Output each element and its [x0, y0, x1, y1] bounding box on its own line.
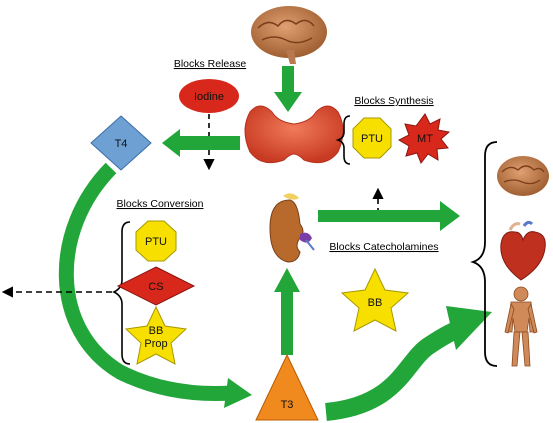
bb-catecholamines-label: BB: [368, 297, 383, 309]
arrow-t4-t3-curve: [58, 162, 233, 402]
arrow-t3-targets: [324, 319, 465, 421]
bb-prop-label-1: BB: [149, 325, 164, 337]
heart-icon: [500, 220, 546, 281]
t4-label: T4: [115, 138, 128, 150]
synthesis-brace: [335, 115, 351, 165]
ptu-conversion-node: PTU: [135, 220, 177, 262]
blocks-release-heading: Blocks Release: [174, 58, 247, 70]
arrow-adrenal-targets: [318, 201, 460, 231]
t3-node: T3: [255, 353, 319, 421]
arrow-t3-adrenal: [274, 268, 300, 355]
adrenal-kidney-icon: [269, 193, 315, 263]
arrow-brain-thyroid: [274, 66, 302, 112]
targets-brace: [470, 141, 498, 367]
t4-node: T4: [90, 115, 152, 171]
bb-catecholamines-node: BB: [340, 267, 410, 332]
blocks-catecholamines-heading: Blocks Catecholamines: [329, 241, 438, 253]
bb-prop-label-2: Prop: [144, 338, 167, 350]
cs-node: CS: [116, 266, 196, 306]
target-brain-icon: [497, 156, 549, 196]
human-body-icon: [504, 286, 538, 367]
arrow-thyroid-t4: [162, 129, 240, 157]
bb-prop-node: BB Prop: [124, 305, 188, 365]
mt-label: MT: [417, 133, 433, 145]
blocks-synthesis-heading: Blocks Synthesis: [354, 95, 433, 107]
iodine-label: Iodine: [194, 91, 224, 103]
t3-label: T3: [281, 399, 294, 411]
brain-icon: [251, 6, 327, 64]
cs-label: CS: [148, 281, 163, 293]
arrow-t4-t3-head: [224, 378, 252, 408]
arrow-t3-targets-head: [446, 306, 492, 350]
ptu-synthesis-node: PTU: [352, 117, 392, 159]
ptu-synthesis-label: PTU: [361, 133, 383, 145]
blocks-conversion-heading: Blocks Conversion: [117, 198, 204, 210]
ptu-conversion-label: PTU: [145, 236, 167, 248]
mt-node: MT: [397, 113, 451, 164]
thyroid-icon: [244, 105, 344, 164]
iodine-node: Iodine: [179, 79, 239, 113]
conversion-brace: [112, 221, 131, 365]
